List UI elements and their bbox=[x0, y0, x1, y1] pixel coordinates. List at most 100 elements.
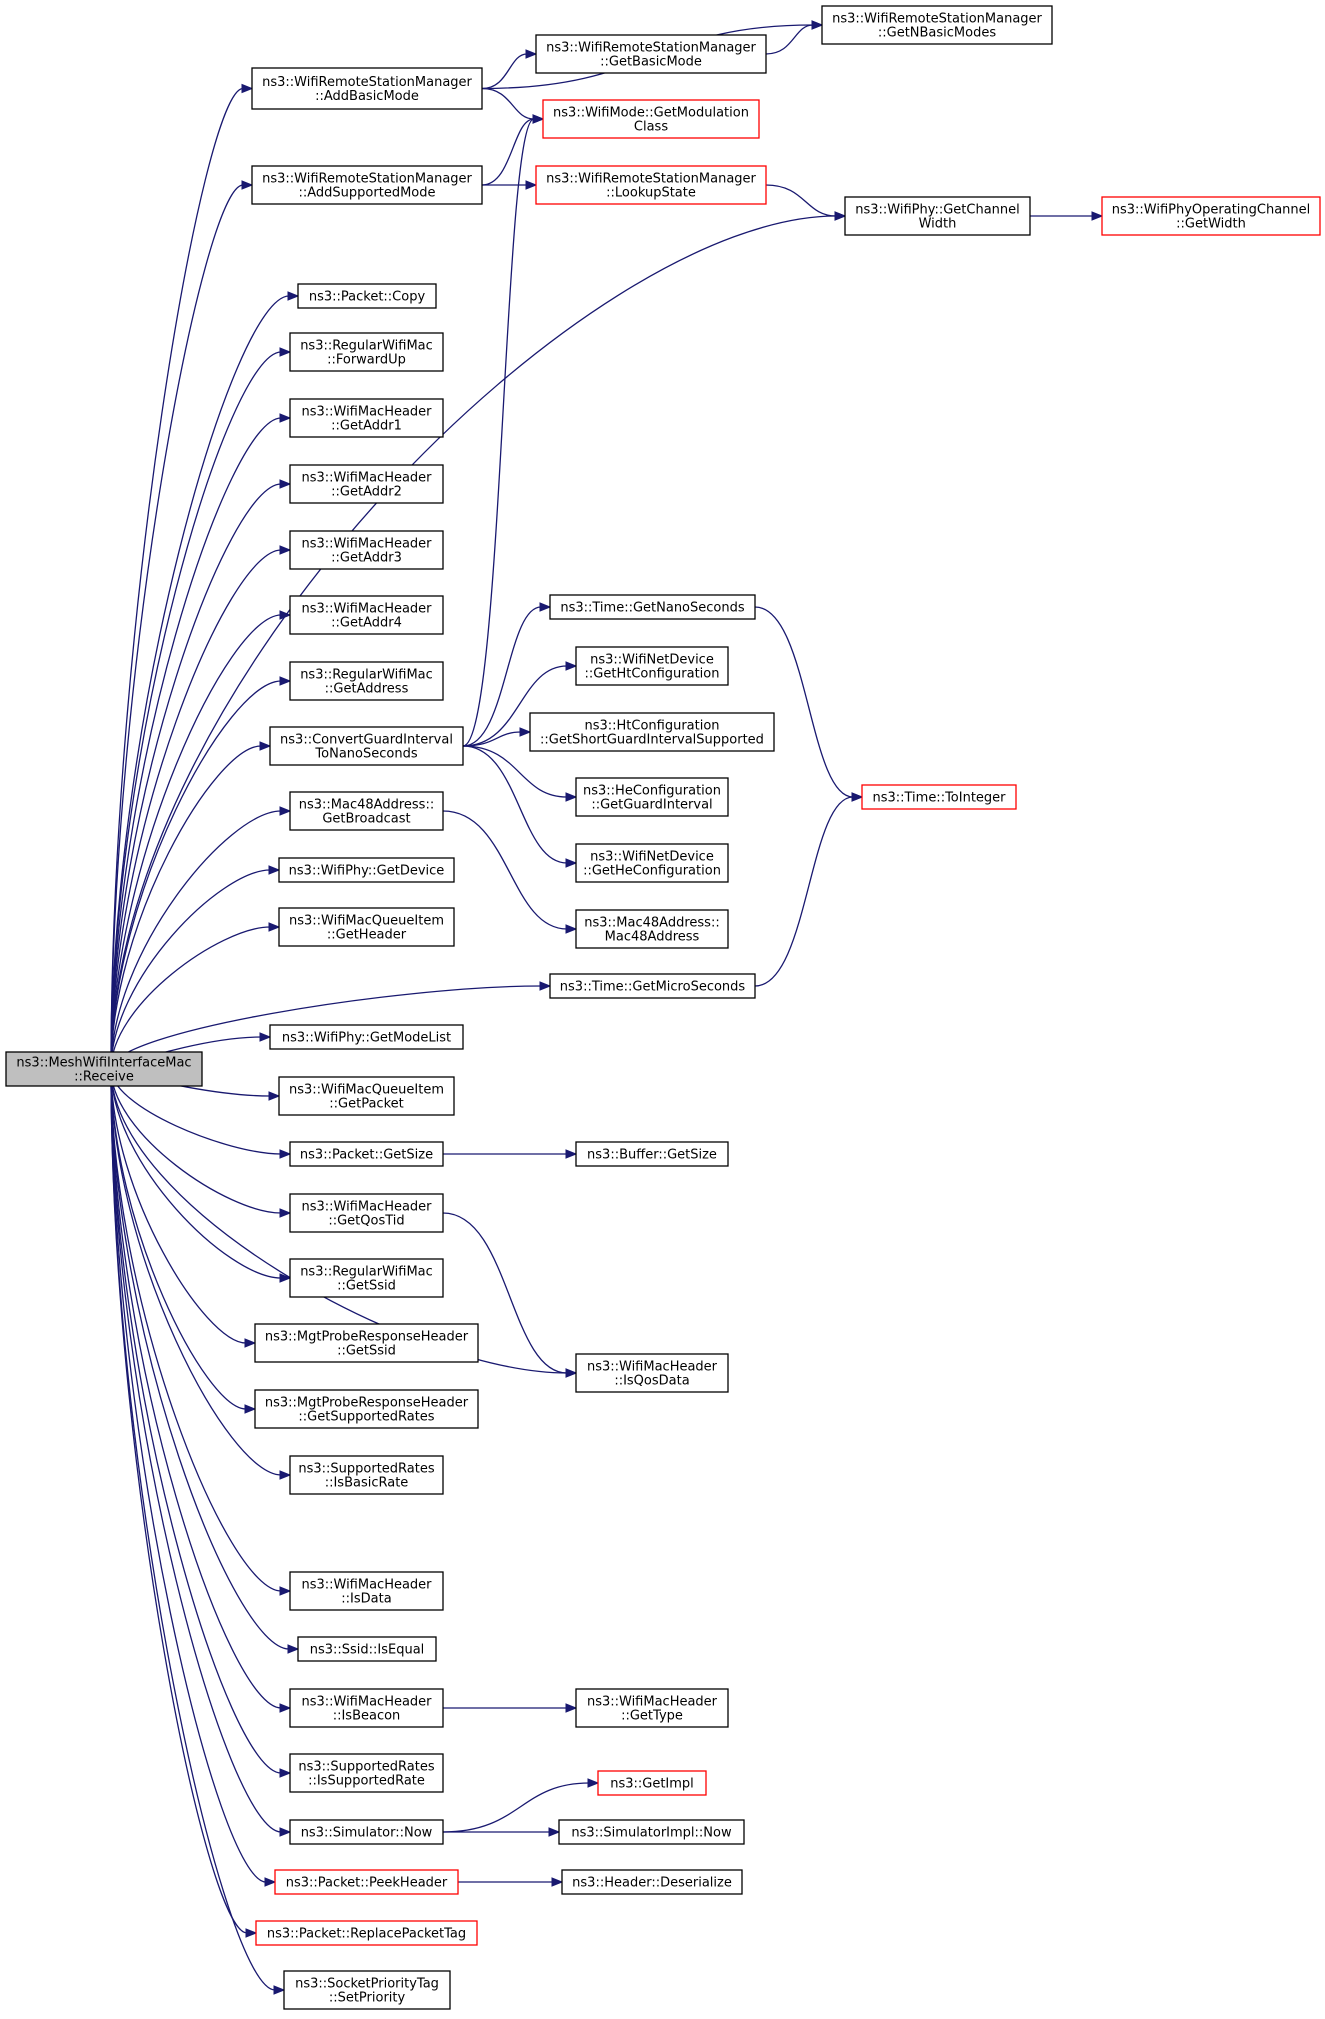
node-label-line: ::Receive bbox=[74, 1070, 134, 1085]
node-get-nano-seconds[interactable]: ns3::Time::GetNanoSeconds bbox=[549, 594, 756, 620]
node-box bbox=[278, 907, 455, 947]
node-buffer-get-size[interactable]: ns3::Buffer::GetSize bbox=[575, 1141, 729, 1167]
edge-get-broadcast-to-mac48-address bbox=[442, 810, 578, 934]
edge-line bbox=[110, 483, 282, 1070]
edge-line bbox=[110, 1068, 247, 1344]
edge-lookup-state-to-get-channel-width bbox=[765, 184, 847, 221]
node-get-guard-interval[interactable]: ns3::HeConfiguration::GetGuardInterval bbox=[575, 777, 729, 817]
node-set-priority[interactable]: ns3::SocketPriorityTag::SetPriority bbox=[283, 1970, 451, 2010]
edge-get-channel-width-to-op-channel-get-width bbox=[1029, 211, 1104, 221]
node-label-line: ns3::Time::GetMicroSeconds bbox=[560, 980, 746, 995]
node-lookup-state[interactable]: ns3::WifiRemoteStationManager::LookupSta… bbox=[535, 165, 767, 205]
edge-arrowhead bbox=[279, 1273, 292, 1283]
node-label-line: ns3::WifiMacHeader bbox=[301, 471, 432, 486]
node-label-line: ns3::Mac48Address:: bbox=[299, 798, 434, 813]
node-header-deserialize[interactable]: ns3::Header::Deserialize bbox=[561, 1869, 743, 1895]
node-get-basic-mode[interactable]: ns3::WifiRemoteStationManager::GetBasicM… bbox=[535, 34, 767, 74]
node-get-he-configuration[interactable]: ns3::WifiNetDevice::GetHeConfiguration bbox=[575, 843, 729, 883]
node-label-line: ns3::WifiRemoteStationManager bbox=[262, 172, 472, 187]
edge-line bbox=[110, 869, 271, 1070]
edge-arrowhead bbox=[587, 1778, 600, 1788]
node-probe-get-supported-rates[interactable]: ns3::MgtProbeResponseHeader::GetSupporte… bbox=[254, 1389, 479, 1429]
edge-arrowhead bbox=[525, 49, 538, 59]
node-mac48-address[interactable]: ns3::Mac48Address::Mac48Address bbox=[575, 909, 729, 949]
edge-arrowhead bbox=[565, 858, 578, 868]
node-label-line: ns3::SupportedRates bbox=[298, 1462, 434, 1477]
node-forward-up[interactable]: ns3::RegularWifiMac::ForwardUp bbox=[289, 332, 444, 372]
node-is-qos-data[interactable]: ns3::WifiMacHeader::IsQosData bbox=[575, 1353, 729, 1393]
node-get-addr4[interactable]: ns3::WifiMacHeader::GetAddr4 bbox=[289, 595, 444, 635]
node-ssid-is-equal[interactable]: ns3::Ssid::IsEqual bbox=[297, 1636, 437, 1662]
node-label-line: ::IsSupportedRate bbox=[308, 1774, 425, 1789]
node-get-short-guard[interactable]: ns3::HtConfiguration::GetShortGuardInter… bbox=[529, 712, 775, 752]
node-box bbox=[1101, 196, 1321, 236]
node-box bbox=[278, 1076, 455, 1116]
node-get-device[interactable]: ns3::WifiPhy::GetDevice bbox=[278, 857, 455, 883]
edge-arrowhead bbox=[259, 741, 272, 751]
node-box bbox=[251, 67, 483, 110]
node-add-supported-mode[interactable]: ns3::WifiRemoteStationManager::AddSuppor… bbox=[251, 165, 483, 205]
node-label-line: ::GetGuardInterval bbox=[591, 798, 712, 813]
node-replace-packet-tag[interactable]: ns3::Packet::ReplacePacketTag bbox=[255, 1920, 478, 1946]
node-is-basic-rate[interactable]: ns3::SupportedRates::IsBasicRate bbox=[289, 1455, 444, 1495]
edge-line bbox=[110, 745, 262, 1070]
edge-arrowhead bbox=[525, 180, 538, 190]
node-queue-item-get-header[interactable]: ns3::WifiMacQueueItem::GetHeader bbox=[278, 907, 455, 947]
node-get-address[interactable]: ns3::RegularWifiMac::GetAddress bbox=[289, 661, 444, 701]
node-queue-item-get-packet[interactable]: ns3::WifiMacQueueItem::GetPacket bbox=[278, 1076, 455, 1116]
node-label-line: ns3::WifiMode::GetModulation bbox=[553, 106, 749, 121]
node-is-supported-rate[interactable]: ns3::SupportedRates::IsSupportedRate bbox=[289, 1753, 444, 1793]
node-box bbox=[558, 1819, 745, 1845]
node-label-line: GetBroadcast bbox=[322, 812, 410, 827]
node-label-line: ns3::WifiMacHeader bbox=[301, 1578, 432, 1593]
node-get-broadcast[interactable]: ns3::Mac48Address::GetBroadcast bbox=[289, 791, 444, 831]
node-box bbox=[289, 595, 444, 635]
node-box bbox=[269, 1024, 464, 1050]
node-label-line: ::GetSsid bbox=[337, 1279, 396, 1294]
node-get-mode-list[interactable]: ns3::WifiPhy::GetModeList bbox=[269, 1024, 464, 1050]
node-label-line: ns3::MgtProbeResponseHeader bbox=[265, 1330, 469, 1345]
node-box bbox=[251, 165, 483, 205]
node-label-line: ::GetAddr3 bbox=[331, 551, 402, 566]
edge-arrowhead bbox=[279, 479, 292, 489]
edge-arrowhead bbox=[279, 1149, 292, 1159]
node-get-type[interactable]: ns3::WifiMacHeader::GetType bbox=[575, 1688, 729, 1728]
node-op-channel-get-width[interactable]: ns3::WifiPhyOperatingChannel::GetWidth bbox=[1101, 196, 1321, 236]
node-get-qos-tid[interactable]: ns3::WifiMacHeader::GetQosTid bbox=[289, 1193, 444, 1233]
call-edges bbox=[110, 20, 1104, 1995]
edge-line bbox=[462, 118, 535, 747]
node-get-ht-configuration[interactable]: ns3::WifiNetDevice::GetHtConfiguration bbox=[575, 646, 729, 686]
node-label-line: ns3::WifiMacHeader bbox=[301, 537, 432, 552]
node-box bbox=[297, 1636, 437, 1662]
node-to-integer[interactable]: ns3::Time::ToInteger bbox=[861, 784, 1017, 810]
node-root[interactable]: ns3::MeshWifiInterfaceMac::Receive bbox=[5, 1051, 203, 1087]
node-is-data[interactable]: ns3::WifiMacHeader::IsData bbox=[289, 1571, 444, 1611]
node-label-line: ::SetPriority bbox=[329, 1991, 406, 2006]
node-regular-get-ssid[interactable]: ns3::RegularWifiMac::GetSsid bbox=[289, 1258, 444, 1298]
edge-arrowhead bbox=[565, 924, 578, 934]
node-packet-copy[interactable]: ns3::Packet::Copy bbox=[297, 283, 437, 309]
node-get-impl[interactable]: ns3::GetImpl bbox=[597, 1770, 707, 1796]
node-peek-header[interactable]: ns3::Packet::PeekHeader bbox=[274, 1869, 459, 1895]
node-label-line: ns3::SocketPriorityTag bbox=[295, 1977, 439, 1992]
node-simulator-impl-now[interactable]: ns3::SimulatorImpl::Now bbox=[558, 1819, 745, 1845]
edge-arrowhead bbox=[279, 347, 292, 357]
node-probe-get-ssid[interactable]: ns3::MgtProbeResponseHeader::GetSsid bbox=[254, 1323, 479, 1363]
node-get-micro-seconds[interactable]: ns3::Time::GetMicroSeconds bbox=[549, 973, 756, 999]
node-label-line: ns3::HtConfiguration bbox=[584, 719, 719, 734]
node-label-line: ns3::Ssid::IsEqual bbox=[310, 1643, 425, 1658]
node-simulator-now[interactable]: ns3::Simulator::Now bbox=[289, 1819, 444, 1845]
node-get-addr1[interactable]: ns3::WifiMacHeader::GetAddr1 bbox=[289, 398, 444, 438]
node-get-addr3[interactable]: ns3::WifiMacHeader::GetAddr3 bbox=[289, 530, 444, 570]
edge-arrowhead bbox=[551, 1877, 564, 1887]
node-is-beacon[interactable]: ns3::WifiMacHeader::IsBeacon bbox=[289, 1688, 444, 1728]
node-get-addr2[interactable]: ns3::WifiMacHeader::GetAddr2 bbox=[289, 464, 444, 504]
edge-line bbox=[765, 184, 837, 217]
node-packet-get-size[interactable]: ns3::Packet::GetSize bbox=[289, 1141, 444, 1167]
node-add-basic-mode[interactable]: ns3::WifiRemoteStationManager::AddBasicM… bbox=[251, 67, 483, 110]
edge-root-to-is-data bbox=[110, 1068, 292, 1596]
node-get-nbasic-modes[interactable]: ns3::WifiRemoteStationManager::GetNBasic… bbox=[821, 5, 1053, 45]
